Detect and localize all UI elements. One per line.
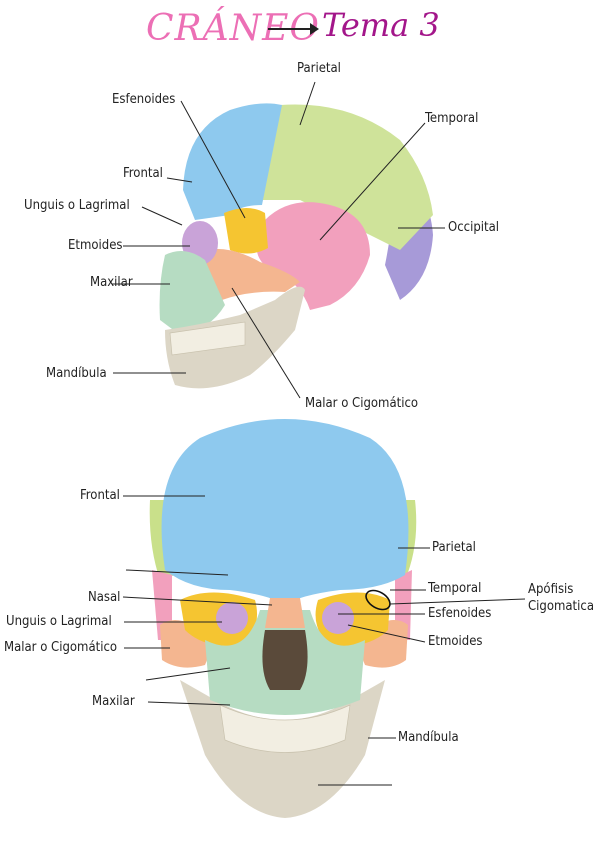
apofisis-highlight-circle	[365, 589, 391, 611]
label-lateral-parietal: Parietal	[297, 61, 341, 76]
lateral-frontal-bone	[183, 103, 282, 220]
page-title: CRÁNEO Tema 3	[0, 6, 599, 50]
label-lateral-maxilar: Maxilar	[90, 275, 133, 290]
label-front-malar: Malar o Cigomático	[4, 640, 118, 655]
title-arrowhead	[310, 23, 319, 35]
lateral-zygomatic-bone	[205, 248, 300, 300]
frontal-leader-lines	[122, 495, 526, 786]
label-lateral-esfenoides: Esfenoides	[112, 92, 176, 107]
label-lateral-temporal: Temporal	[425, 111, 479, 126]
label-front-unguis: Unguis o Lagrimal	[6, 614, 112, 629]
lateral-maxilla-bone	[159, 251, 225, 335]
front-orbit-inner-left	[216, 602, 248, 634]
label-lateral-malar: Malar o Cigomático	[305, 396, 419, 411]
lateral-teeth	[169, 321, 246, 356]
title-sub: Tema 3	[322, 6, 440, 44]
label-lateral-occipital: Occipital	[448, 220, 499, 235]
label-front-etmoides: Etmoides	[428, 634, 483, 649]
label-front-esfenoides: Esfenoides	[428, 606, 492, 621]
label-front-mandibula: Mandíbula	[398, 730, 459, 745]
title-arrow	[268, 28, 314, 30]
label-front-temporal: Temporal	[428, 581, 482, 596]
lateral-parietal-bone	[260, 104, 433, 250]
label-front-nasal: Nasal	[88, 590, 121, 605]
label-front-apofisis: Apófisis Cigomatica	[528, 582, 594, 614]
lateral-temporal-bone	[256, 202, 370, 310]
lateral-sphenoid-bone	[224, 208, 268, 254]
front-nasal-bone	[265, 598, 305, 628]
label-lateral-etmoides: Etmoides	[68, 238, 123, 253]
label-lateral-mandibula: Mandíbula	[46, 366, 107, 381]
front-orbit-inner-right	[322, 602, 354, 634]
front-teeth	[219, 704, 351, 753]
lateral-leader-lines	[112, 81, 445, 399]
label-front-maxilar: Maxilar	[92, 694, 135, 709]
label-front-parietal: Parietal	[432, 540, 476, 555]
label-lateral-frontal: Frontal	[123, 166, 163, 181]
label-lateral-unguis: Unguis o Lagrimal	[24, 198, 130, 213]
front-frontal-bone	[161, 419, 409, 605]
frontal-skull	[149, 419, 417, 818]
lateral-skull	[159, 103, 433, 389]
label-front-frontal: Frontal	[80, 488, 120, 503]
front-nasal-cavity	[262, 630, 308, 690]
